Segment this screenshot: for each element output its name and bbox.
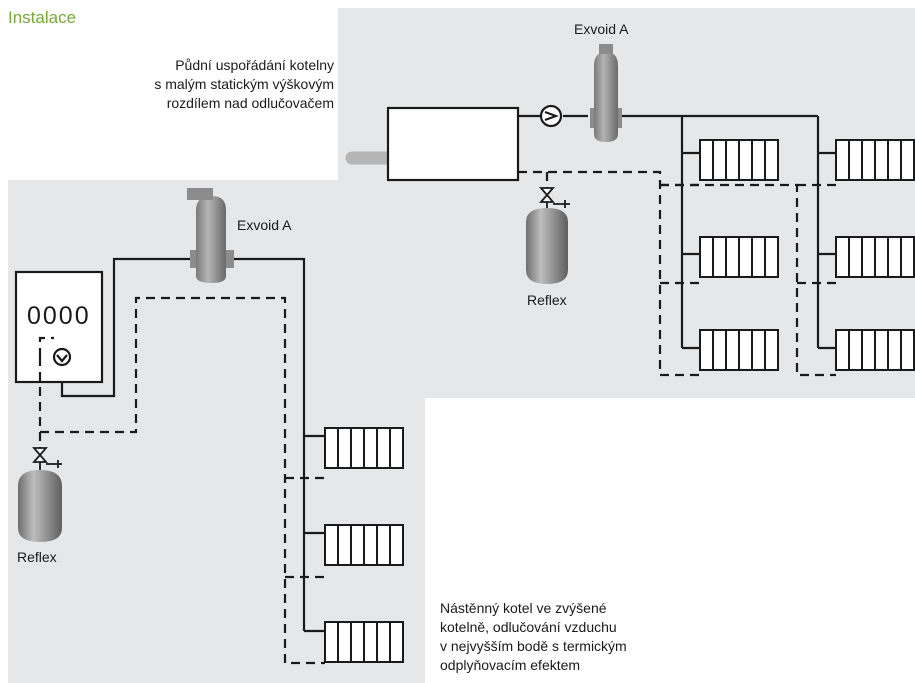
top-radiator-4 xyxy=(835,236,915,278)
bottom-caption-line-4: odplyňovacím efektem xyxy=(440,657,581,673)
bottom-radiator-3 xyxy=(324,621,404,663)
bottom-vessel-label: Reflex xyxy=(17,549,57,565)
bottom-separator-label: Exvoid A xyxy=(237,217,292,233)
boiler-display: 0000 xyxy=(27,302,91,330)
top-vessel-label: Reflex xyxy=(527,292,567,308)
bottom-flow-line xyxy=(60,257,192,398)
bottom-caption-line-1: Nástěnný kotel ve zvýšené xyxy=(440,600,607,616)
top-caption: Půdní uspořádání kotelny s malým statick… xyxy=(74,56,334,113)
bottom-radiator-2 xyxy=(324,524,404,566)
bottom-expansion-vessel xyxy=(18,470,62,542)
top-pump xyxy=(539,104,563,128)
top-radiator-5 xyxy=(699,329,779,371)
top-caption-line-1: Půdní uspořádání kotelny xyxy=(175,57,334,73)
top-radiator-3 xyxy=(699,236,779,278)
top-caption-line-2: s malým statickým výškovým xyxy=(154,76,334,92)
top-separator-label: Exvoid A xyxy=(574,21,629,37)
bottom-valve xyxy=(32,447,62,470)
top-radiator-2 xyxy=(835,139,915,181)
bottom-pump xyxy=(52,347,72,367)
page-heading: Instalace xyxy=(8,8,77,27)
top-scheme xyxy=(345,104,836,350)
top-radiator-6 xyxy=(835,329,915,371)
bottom-radiator-1 xyxy=(324,427,404,469)
bottom-caption: Nástěnný kotel ve zvýšené kotelně, odluč… xyxy=(440,599,700,675)
bottom-separator xyxy=(187,188,234,283)
bottom-panel-extension xyxy=(338,180,425,398)
bottom-caption-line-2: kotelně, odlučování vzduchu xyxy=(440,619,617,635)
top-return-lines xyxy=(518,170,836,377)
top-separator xyxy=(590,44,622,142)
bottom-return-lines xyxy=(38,296,325,665)
bottom-scheme xyxy=(14,257,325,633)
top-boiler xyxy=(386,106,520,182)
top-expansion-vessel xyxy=(526,208,568,284)
top-valve xyxy=(539,187,570,208)
top-caption-line-3: rozdílem nad odlučovačem xyxy=(166,95,334,111)
top-radiator-1 xyxy=(699,139,779,181)
bottom-caption-line-3: v nejvyšším bodě s termickým xyxy=(440,638,627,654)
